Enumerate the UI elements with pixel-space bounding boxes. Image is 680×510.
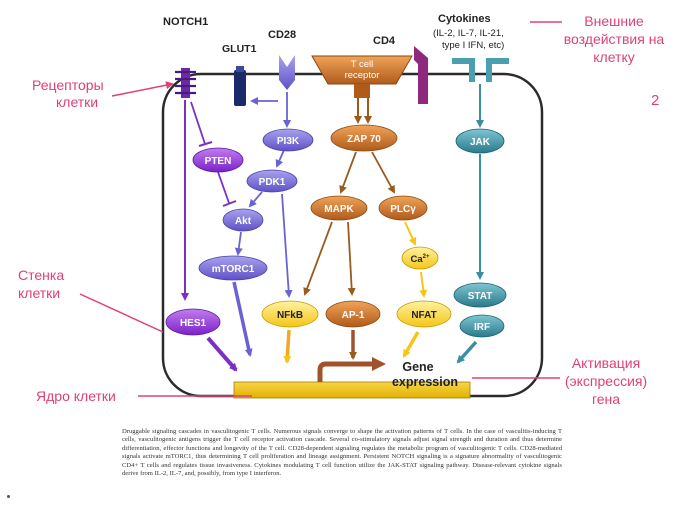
cytokines-line1: (IL-2, IL-7, IL-21, [433, 28, 504, 39]
arrow-mapk-ap1 [347, 221, 356, 296]
glut1-label: GLUT1 [222, 43, 257, 55]
pdk1-label: PDK1 [259, 177, 286, 188]
external-label-line1: Внешние [584, 13, 644, 29]
external-label-line2: воздействия на [564, 31, 665, 47]
mapk-node [310, 195, 368, 221]
nucleus-dna-bar [233, 381, 471, 399]
akt-label: Akt [235, 216, 252, 227]
nfat-node [396, 300, 452, 328]
external-label-line3: клетку [593, 49, 634, 65]
arrow-zap70-plcg [371, 151, 395, 194]
activation-label-line1: Активация [572, 355, 640, 371]
tcr-label-line2: receptor [345, 70, 380, 81]
arrow-akt-mtorc1 [234, 231, 243, 256]
zap70-label: ZAP 70 [347, 134, 381, 145]
plcg-node [378, 195, 428, 221]
arrow-pi3k-pdk1 [275, 149, 285, 168]
cytokines-title: Cytokines [438, 13, 491, 25]
svg-text:Ca2+: Ca2+ [411, 254, 430, 265]
arrow-ca-nfat [419, 271, 428, 298]
wall-label-line1: Стенка [18, 267, 64, 283]
glut1-transporter [234, 66, 246, 106]
figure-caption: Druggable signaling cascades in vasculit… [122, 428, 562, 478]
jak-node [455, 128, 505, 154]
arrow-nfat-nucleus [402, 331, 420, 358]
tcr-label-line1: T cell [351, 59, 374, 70]
arrow-nfkb-nucleus [283, 329, 292, 364]
cd28-receptor [279, 55, 295, 90]
nfat-label: NFAT [411, 310, 436, 321]
arrow-mapk-nfkb [303, 221, 333, 296]
wall-pointer [79, 293, 164, 333]
zap70-node [330, 124, 398, 152]
akt-node [222, 208, 264, 232]
pdk1-node [246, 169, 298, 193]
irf-node [459, 314, 505, 338]
stat-label: STAT [468, 291, 493, 302]
nfkb-label: NFkB [277, 310, 303, 321]
notch1-receptor [175, 68, 196, 98]
ap1-node [325, 300, 381, 328]
cd4-label: CD4 [373, 35, 396, 47]
arrow-hes1-nucleus [206, 336, 238, 372]
stat-node [453, 282, 507, 308]
mtorc1-node [198, 255, 268, 281]
plcg-label: PLCγ [390, 204, 416, 215]
transcription-start-arrow [317, 361, 374, 382]
arrow-plcg-ca [404, 221, 417, 246]
inhibit-pten-akt [217, 171, 230, 204]
gene-expression-line1: Gene [402, 360, 433, 374]
ap1-label: AP-1 [342, 310, 365, 321]
pten-label: PTEN [205, 156, 232, 167]
page-number: 2 [651, 92, 660, 109]
cd28-label: CD28 [268, 29, 296, 41]
bullet-dot [7, 495, 10, 498]
arrow-pdk1-nfkb [281, 193, 293, 298]
inhibit-notch-pten [190, 101, 206, 145]
tcr-receptor [311, 55, 413, 98]
arrow-pdk1-akt [248, 191, 263, 208]
pten-node [192, 147, 244, 173]
receptors-label-line2: клетки [56, 94, 98, 110]
ca-superscript: 2+ [423, 254, 430, 260]
gene-expression-line2: expression [392, 375, 458, 389]
nfkb-node [261, 300, 319, 328]
arrow-stat-nucleus [456, 340, 478, 364]
pi3k-node [262, 128, 314, 152]
jak-label: JAK [470, 137, 491, 148]
notch1-label: NOTCH1 [163, 16, 208, 28]
nucleus-label: Ядро клетки [36, 388, 116, 404]
irf-label: IRF [474, 322, 490, 333]
mtorc1-label: mTORC1 [212, 264, 255, 275]
activation-label-line3: гена [592, 391, 620, 407]
pi3k-label: PI3K [277, 136, 300, 147]
activation-label-line2: (экспрессия) [565, 373, 647, 389]
cytokine-receptor [452, 58, 509, 82]
cd4-coreceptor [414, 46, 428, 104]
arrow-mtorc1-nucleus [232, 281, 253, 357]
arrow-zap70-mapk [339, 151, 357, 194]
receptors-label-line1: Рецепторы [32, 77, 104, 93]
receptors-pointer [111, 81, 174, 97]
hes1-label: HES1 [180, 318, 207, 329]
ca-label: Ca [411, 254, 424, 265]
cytokines-line2: type I IFN, etc) [442, 40, 504, 51]
wall-label-line2: клетки [18, 285, 60, 301]
ca-node [401, 246, 439, 270]
hes1-node [165, 308, 221, 336]
mapk-label: MAPK [324, 204, 354, 215]
